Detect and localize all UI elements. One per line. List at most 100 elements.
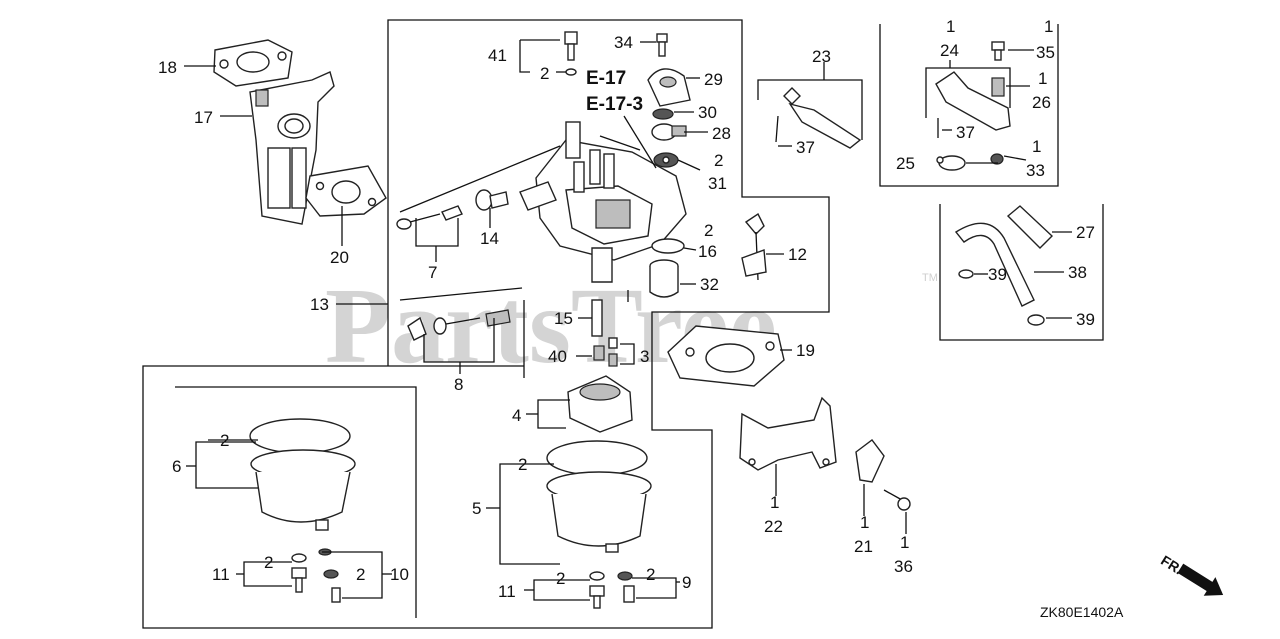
callout-26: 26 [1032, 93, 1051, 112]
callout-41: 41 [488, 46, 507, 65]
callout-18: 18 [158, 58, 177, 77]
callout-15: 15 [554, 309, 573, 328]
callout-2: 2 [704, 221, 713, 240]
part-25-clip [936, 155, 966, 171]
part-18-gasket [213, 39, 293, 87]
callout-1: 1 [860, 513, 869, 532]
front-direction-arrow [1177, 563, 1224, 596]
part-3-jets [608, 337, 618, 367]
part-32-seat [649, 259, 679, 298]
callout-11: 11 [212, 565, 230, 584]
carburetor-body [399, 121, 687, 283]
callout-14: 14 [480, 229, 499, 248]
callout-10: 10 [390, 565, 409, 584]
part-9-drain-screw [617, 571, 635, 603]
callout-1: 1 [1038, 69, 1047, 88]
part-41-screw [564, 31, 578, 76]
callout-9: 9 [682, 573, 691, 592]
callout-39: 39 [1076, 310, 1095, 329]
part-35-bolt [991, 41, 1005, 61]
part-26-joint [991, 77, 1005, 97]
part-23-choke-lever [775, 87, 862, 149]
callout-31: 31 [708, 174, 727, 193]
part-11-bolt-center [589, 571, 605, 609]
part-27-tube [1006, 205, 1054, 249]
callout-28: 28 [712, 124, 731, 143]
callout-36: 36 [894, 557, 913, 576]
callout-21: 21 [854, 537, 873, 556]
callout-24: 24 [940, 41, 959, 60]
part-39-clips [958, 269, 1045, 326]
callout-1: 1 [946, 17, 955, 36]
callout-38: 38 [1068, 263, 1087, 282]
part-19-gasket [667, 325, 785, 387]
part-8-screw-set [407, 309, 511, 341]
callout-23: 23 [812, 47, 831, 66]
callout-35: 35 [1036, 43, 1055, 62]
callout-2: 2 [518, 455, 527, 474]
part-22-bracket [739, 396, 837, 471]
callout-27: 27 [1076, 223, 1095, 242]
part-11-bolt-left [291, 553, 307, 593]
part-30-packing [652, 108, 674, 120]
callout-5: 5 [472, 499, 481, 518]
callout-33: 33 [1026, 161, 1045, 180]
callout-2: 2 [646, 565, 655, 584]
part-28-valve [651, 123, 687, 141]
callout-40: 40 [548, 347, 567, 366]
part-34-screw [656, 33, 668, 57]
callout-2: 2 [556, 569, 565, 588]
callout-12: 12 [788, 245, 807, 264]
callout-1: 1 [770, 493, 779, 512]
part-36-bolt [883, 489, 911, 511]
callout-1: 1 [1044, 17, 1053, 36]
callout-13: 13 [310, 295, 329, 314]
part-24-governor-lever [935, 71, 1011, 138]
callout-16: 16 [698, 242, 717, 261]
callout-29: 29 [704, 70, 723, 89]
part-7-pilot-screw [396, 205, 463, 230]
part-6-float-chamber [249, 418, 356, 531]
callout-6: 6 [172, 457, 181, 476]
leader-lines [184, 39, 1072, 601]
callout-3: 3 [640, 347, 649, 366]
part-21-clamp [855, 439, 885, 483]
part-5-float-chamber [546, 440, 652, 553]
part-16-ring [651, 238, 685, 254]
part-15-jet [591, 299, 603, 337]
callout-37: 37 [956, 123, 975, 142]
callout-20: 20 [330, 248, 349, 267]
part-10-drain-screw [318, 548, 341, 603]
callout-2: 2 [264, 553, 273, 572]
callout-37: 37 [796, 138, 815, 157]
callout-2: 2 [540, 64, 549, 83]
ref-label-e17-3: E-17-3 [586, 94, 643, 115]
diagram-code: ZK80E1402A [1040, 604, 1124, 620]
callout-17: 17 [194, 108, 213, 127]
callout-1: 1 [1032, 137, 1041, 156]
part-12-lever [741, 212, 767, 281]
part-17-plate [249, 71, 335, 225]
callout-2: 2 [220, 431, 229, 450]
callout-labels: 18 17 20 13 41 2 34 29 30 28 2 31 14 7 2… [158, 17, 1095, 601]
part-4-float [567, 375, 633, 433]
callout-19: 19 [796, 341, 815, 360]
callout-2: 2 [714, 151, 723, 170]
part-31-nozzle [653, 152, 679, 168]
callout-11: 11 [498, 582, 516, 601]
callout-39: 39 [988, 265, 1007, 284]
callout-34: 34 [614, 33, 633, 52]
callout-7: 7 [428, 263, 437, 282]
part-38-fuel-hose [954, 222, 1035, 307]
callout-1: 1 [900, 533, 909, 552]
part-14-screw [475, 189, 509, 211]
callout-8: 8 [454, 375, 463, 394]
part-40-spring [593, 345, 605, 361]
callout-25: 25 [896, 154, 915, 173]
watermark-tm: TM [922, 272, 938, 284]
part-20-gasket [305, 165, 387, 217]
part-29-cover [647, 68, 691, 107]
group-boundaries [142, 19, 1104, 629]
